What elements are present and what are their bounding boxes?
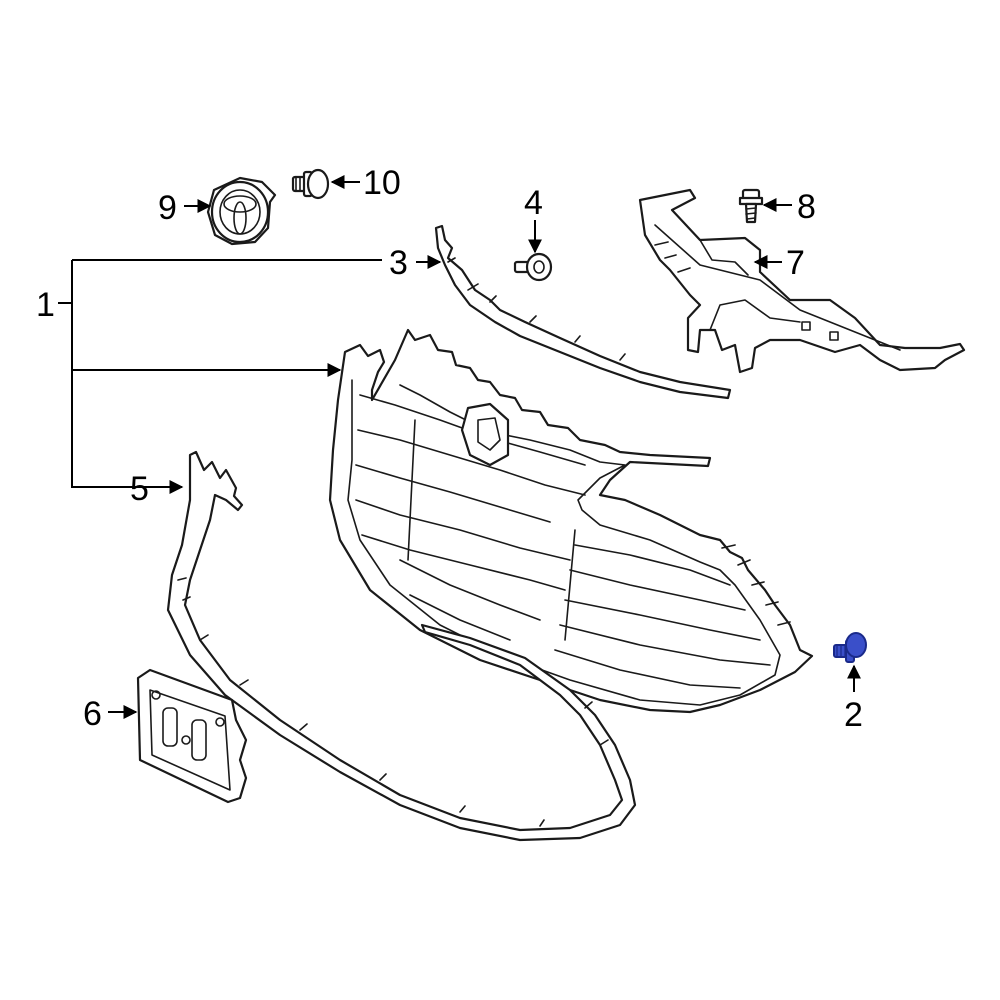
callout-8: 8 xyxy=(797,188,816,226)
callout-2: 2 xyxy=(844,696,863,734)
leader-lines xyxy=(58,175,861,719)
callout-7: 7 xyxy=(786,244,805,282)
lower-grille-molding[interactable] xyxy=(166,450,637,842)
callout-4: 4 xyxy=(524,184,543,222)
grille-assembly[interactable] xyxy=(328,328,814,714)
callout-9: 9 xyxy=(158,189,177,227)
callout-3: 3 xyxy=(389,244,408,282)
clip-part-4[interactable] xyxy=(513,252,553,282)
callout-6: 6 xyxy=(83,695,102,733)
fastener-part-2[interactable] xyxy=(833,632,867,663)
license-plate-bracket[interactable] xyxy=(136,668,248,804)
callout-1: 1 xyxy=(36,286,55,324)
bolt-part-8[interactable] xyxy=(738,188,764,224)
clip-part-10[interactable] xyxy=(291,168,330,200)
upper-grille-molding[interactable] xyxy=(434,224,732,400)
callout-10: 10 xyxy=(363,164,401,202)
emblem-part-9[interactable] xyxy=(206,176,277,246)
callout-5: 5 xyxy=(130,470,149,508)
